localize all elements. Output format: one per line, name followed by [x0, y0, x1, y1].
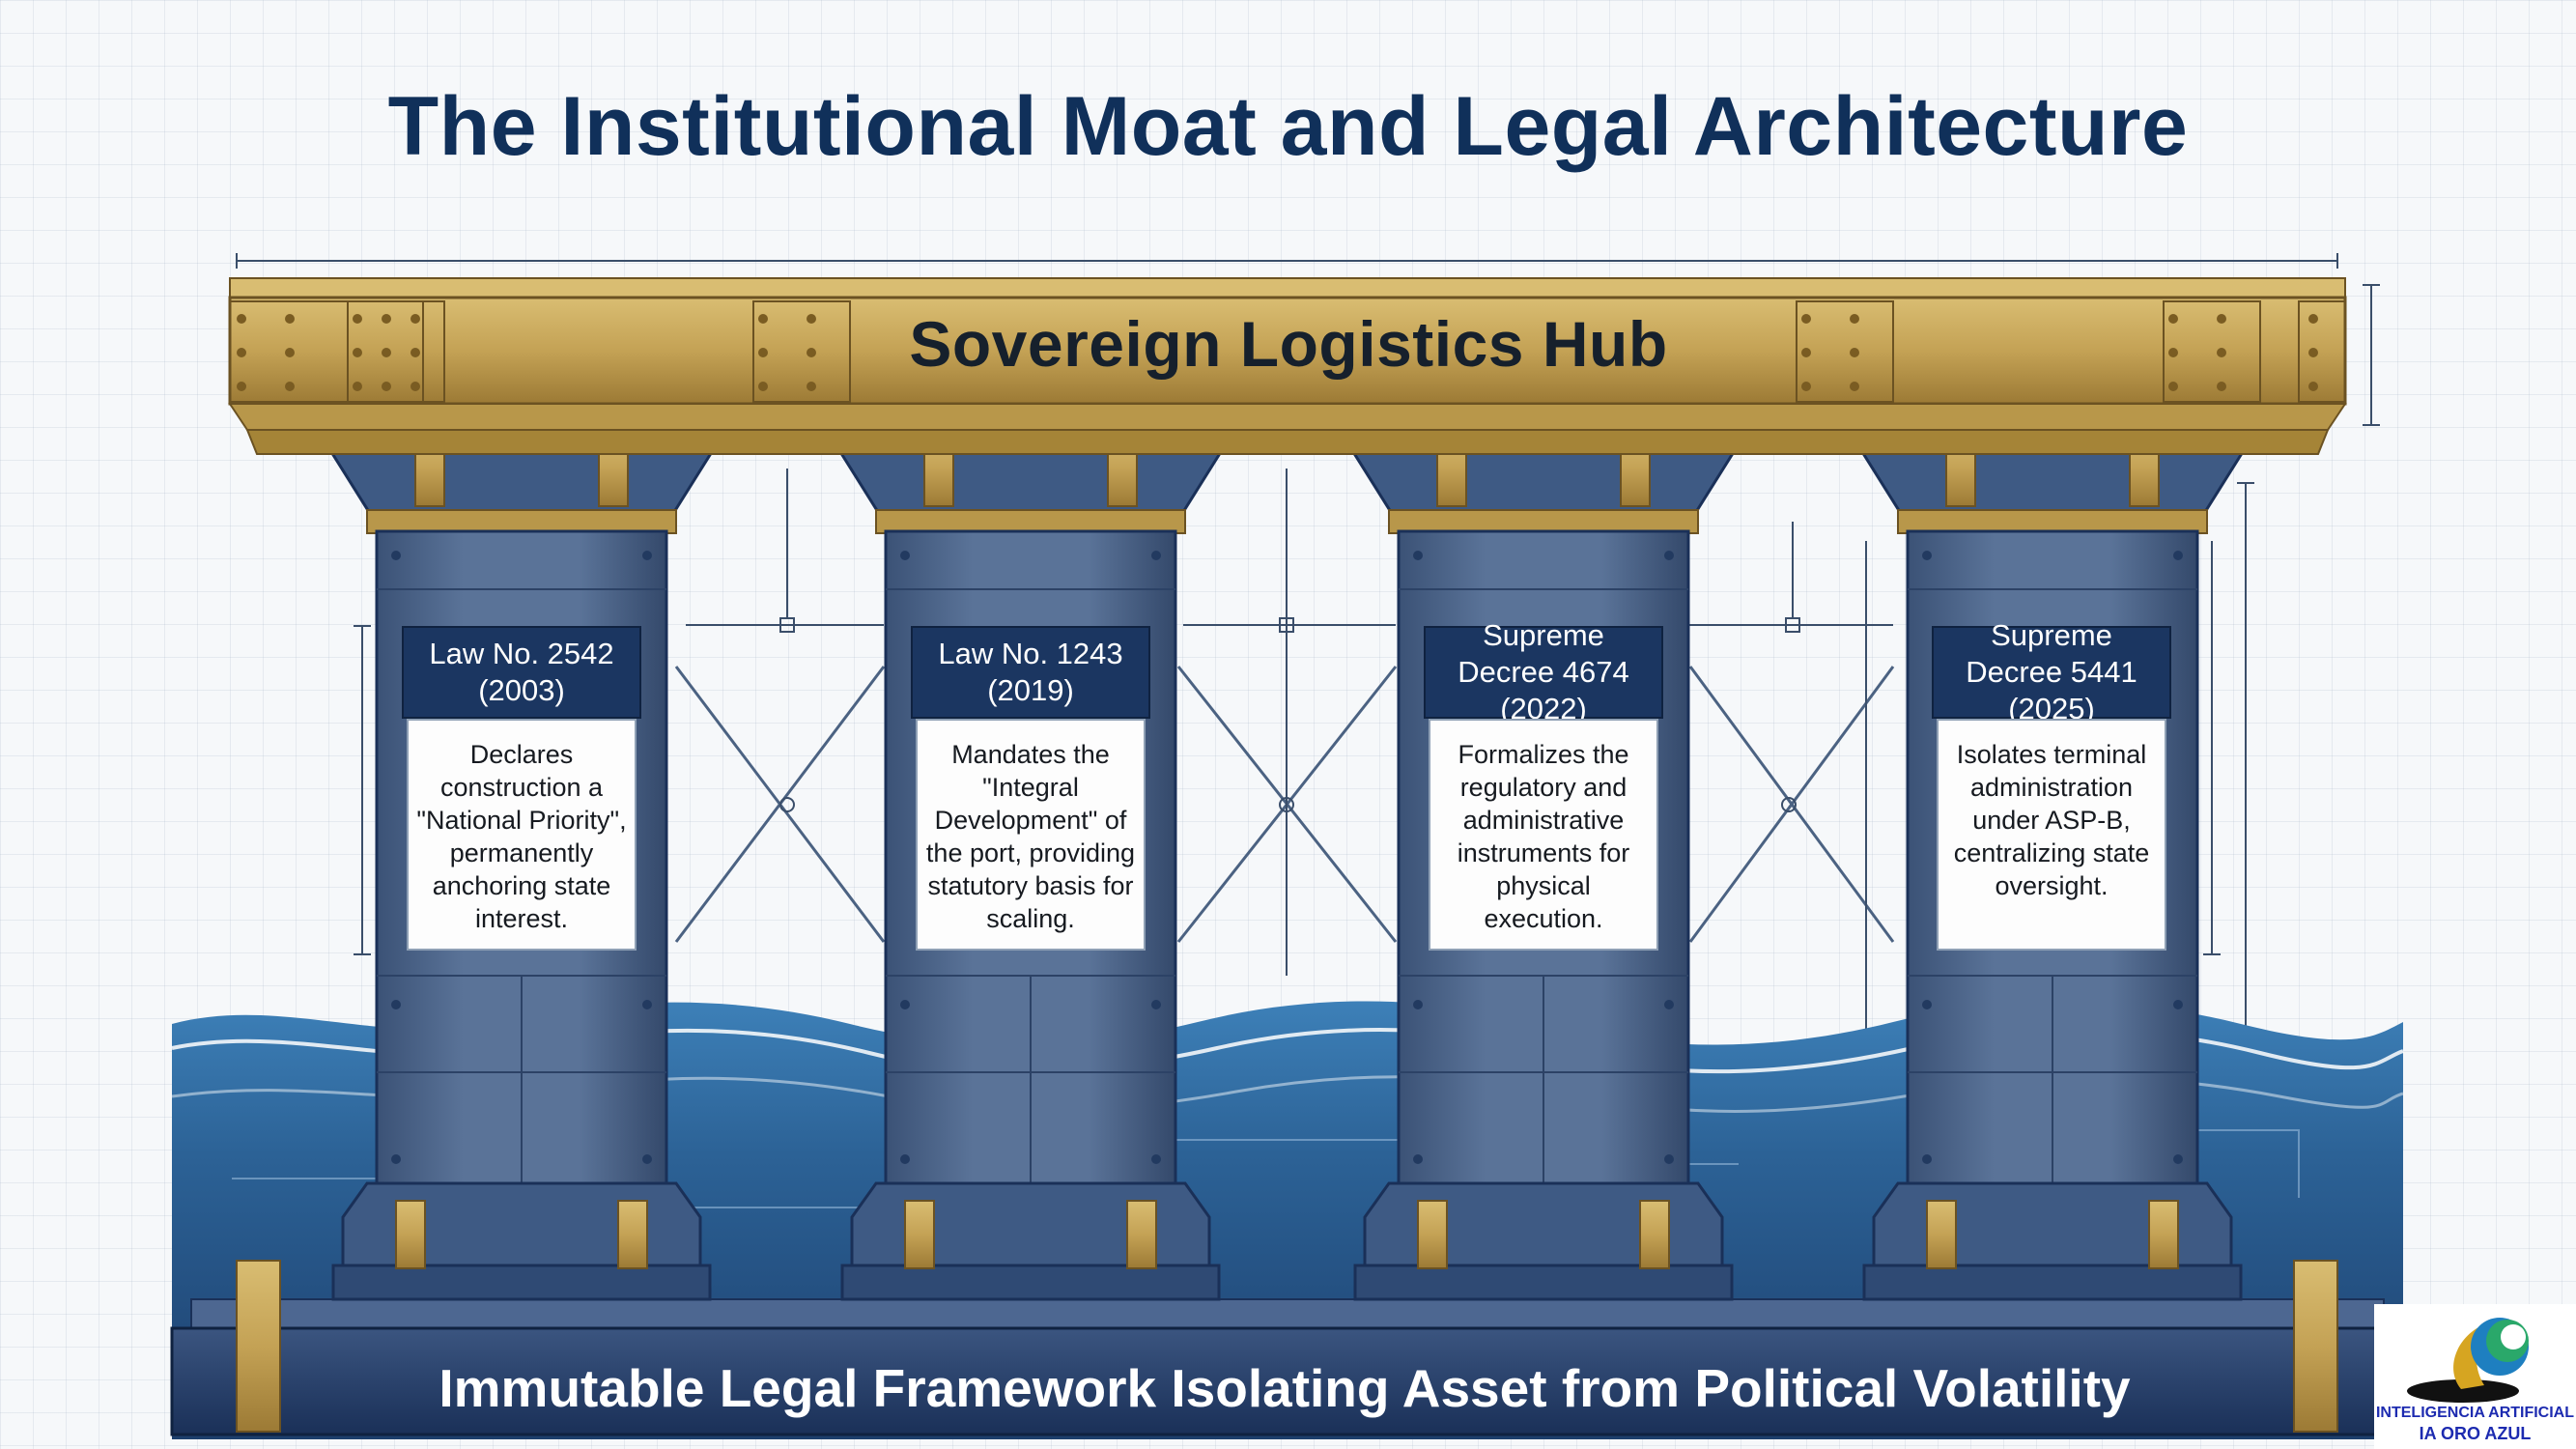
pillar-2-heading: Law No. 1243 (2019) — [911, 626, 1150, 719]
pillar-1-body: Declares construction a "National Priori… — [407, 719, 637, 951]
bracing — [674, 666, 1895, 943]
logo-emblem-icon — [2407, 1318, 2529, 1403]
logo-text-line2: IA ORO AZUL — [2419, 1424, 2532, 1443]
foundation-label: Immutable Legal Framework Isolating Asse… — [439, 1358, 2131, 1418]
pillar-4-heading: Supreme Decree 5441 (2025) — [1932, 618, 2171, 725]
pillar-3-heading: Supreme Decree 4674 (2022) — [1424, 618, 1663, 725]
beam-label: Sovereign Logistics Hub — [909, 308, 1668, 380]
beam — [228, 277, 2347, 455]
pillar-2-body: Mandates the "Integral Development" of t… — [916, 719, 1146, 951]
pillar-4-body: Isolates terminal administration under A… — [1937, 719, 2166, 951]
brand-logo: INTELIGENCIA ARTIFICIAL IA ORO AZUL — [2374, 1304, 2576, 1449]
foundation-base — [170, 1326, 2405, 1436]
logo-text-line1: INTELIGENCIA ARTIFICIAL — [2375, 1405, 2575, 1421]
pillar-3-body: Formalizes the regulatory and administra… — [1429, 719, 1658, 951]
pillar-1-heading: Law No. 2542 (2003) — [402, 626, 641, 719]
page-title: The Institutional Moat and Legal Archite… — [387, 80, 2189, 173]
